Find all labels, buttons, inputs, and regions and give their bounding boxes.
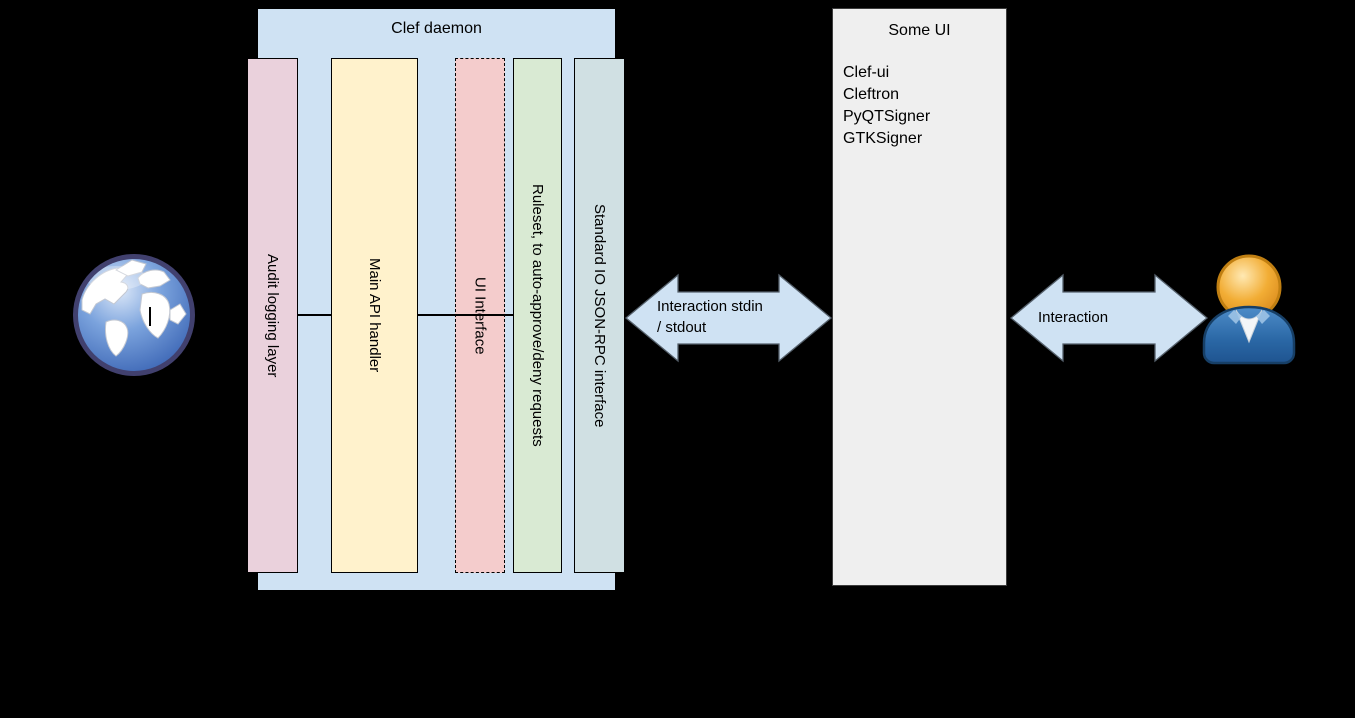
interaction-stdio-arrow: [624, 273, 833, 363]
column-ruleset: Ruleset, to auto-approve/deny requests: [513, 58, 562, 573]
globe-connector-stub: [149, 307, 151, 326]
column-audit-logging-layer: Audit logging layer: [247, 58, 298, 573]
interaction-user-label: Interaction: [1038, 309, 1109, 326]
list-item: GTKSigner: [843, 130, 923, 147]
column-label: Audit logging layer: [264, 253, 281, 378]
some-ui-title: Some UI: [888, 22, 951, 39]
globe-icon: [72, 252, 197, 378]
clef-daemon-title: Clef daemon: [391, 20, 482, 37]
connector-line-api-to-ruleset: [418, 314, 513, 316]
column-label: Standard IO JSON-RPC interface: [591, 203, 608, 428]
user-icon: [1200, 253, 1300, 367]
list-item: PyQTSigner: [843, 108, 931, 125]
some-ui-list: Clef-ui Cleftron PyQTSigner GTKSigner: [843, 62, 930, 150]
clef-daemon-box: [257, 8, 616, 591]
column-label: Ruleset, to auto-approve/deny requests: [529, 184, 546, 447]
some-ui-box: [832, 8, 1007, 586]
connector-line-audit-to-api: [298, 314, 331, 316]
column-stdio-jsonrpc-interface: Standard IO JSON-RPC interface: [574, 58, 625, 573]
interaction-stdio-label: Interaction stdin / stdout: [657, 298, 763, 336]
list-item: Cleftron: [843, 86, 900, 103]
list-item: Clef-ui: [843, 64, 890, 81]
column-label: Main API handler: [366, 258, 383, 373]
interaction-user-arrow: [1009, 273, 1209, 363]
column-main-api-handler: Main API handler: [331, 58, 418, 573]
